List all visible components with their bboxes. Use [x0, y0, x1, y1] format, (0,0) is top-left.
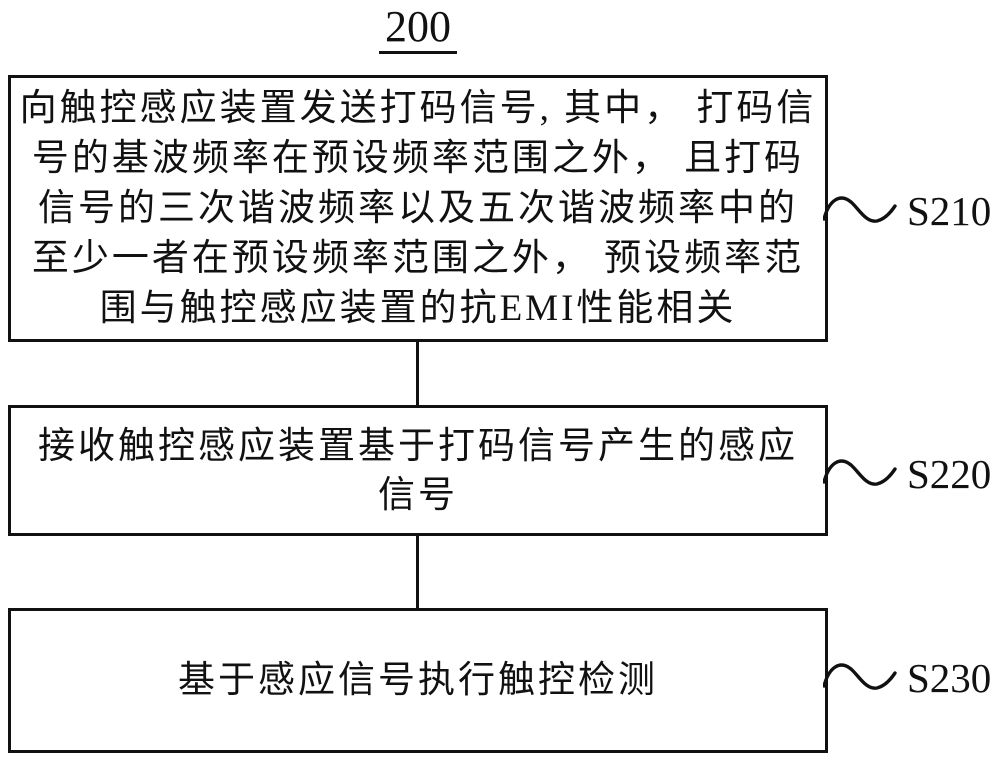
step-box-s220: 接收触控感应装置基于打码信号产生的感应 信号 — [8, 405, 828, 536]
step-label-s230: S230 — [907, 655, 992, 701]
step-s220-line-2: 信号 — [378, 474, 458, 516]
step-s220-line-1: 接收触控感应装置基于打码信号产生的感应 — [38, 425, 798, 467]
step-label-s220: S220 — [907, 451, 992, 497]
step-tag-s210: S210 — [823, 189, 991, 233]
wave-connector-icon — [823, 663, 897, 690]
step-s210-line-4: 至少一者在预设频率范围之外， 预设频率范 — [31, 237, 805, 279]
step-label-s210: S210 — [907, 188, 992, 234]
step-box-s210: 向触控感应装置发送打码信号, 其中， 打码信 号的基波频率在预设频率范围之外， … — [8, 75, 828, 342]
wave-connector-icon — [823, 459, 897, 486]
connector-s210-s220 — [416, 341, 419, 407]
figure-title: 200 — [0, 4, 836, 54]
step-box-s230: 基于感应信号执行触控检测 — [8, 608, 828, 753]
step-s210-line-1: 向触控感应装置发送打码信号, 其中， 打码信 — [19, 87, 817, 129]
step-s210-line-2: 号的基波频率在预设频率范围之外， 且打码 — [31, 137, 805, 179]
step-tag-s220: S220 — [823, 452, 991, 496]
connector-s220-s230 — [416, 534, 419, 610]
figure-number: 200 — [379, 4, 457, 54]
step-s210-line-5: 围与触控感应装置的抗EMI性能相关 — [99, 287, 737, 329]
step-s230-line-1: 基于感应信号执行触控检测 — [178, 659, 658, 701]
step-tag-s230: S230 — [823, 656, 991, 700]
step-s210-line-3: 信号的三次谐波频率以及五次谐波频率中的 — [38, 187, 798, 229]
wave-connector-icon — [823, 196, 897, 223]
